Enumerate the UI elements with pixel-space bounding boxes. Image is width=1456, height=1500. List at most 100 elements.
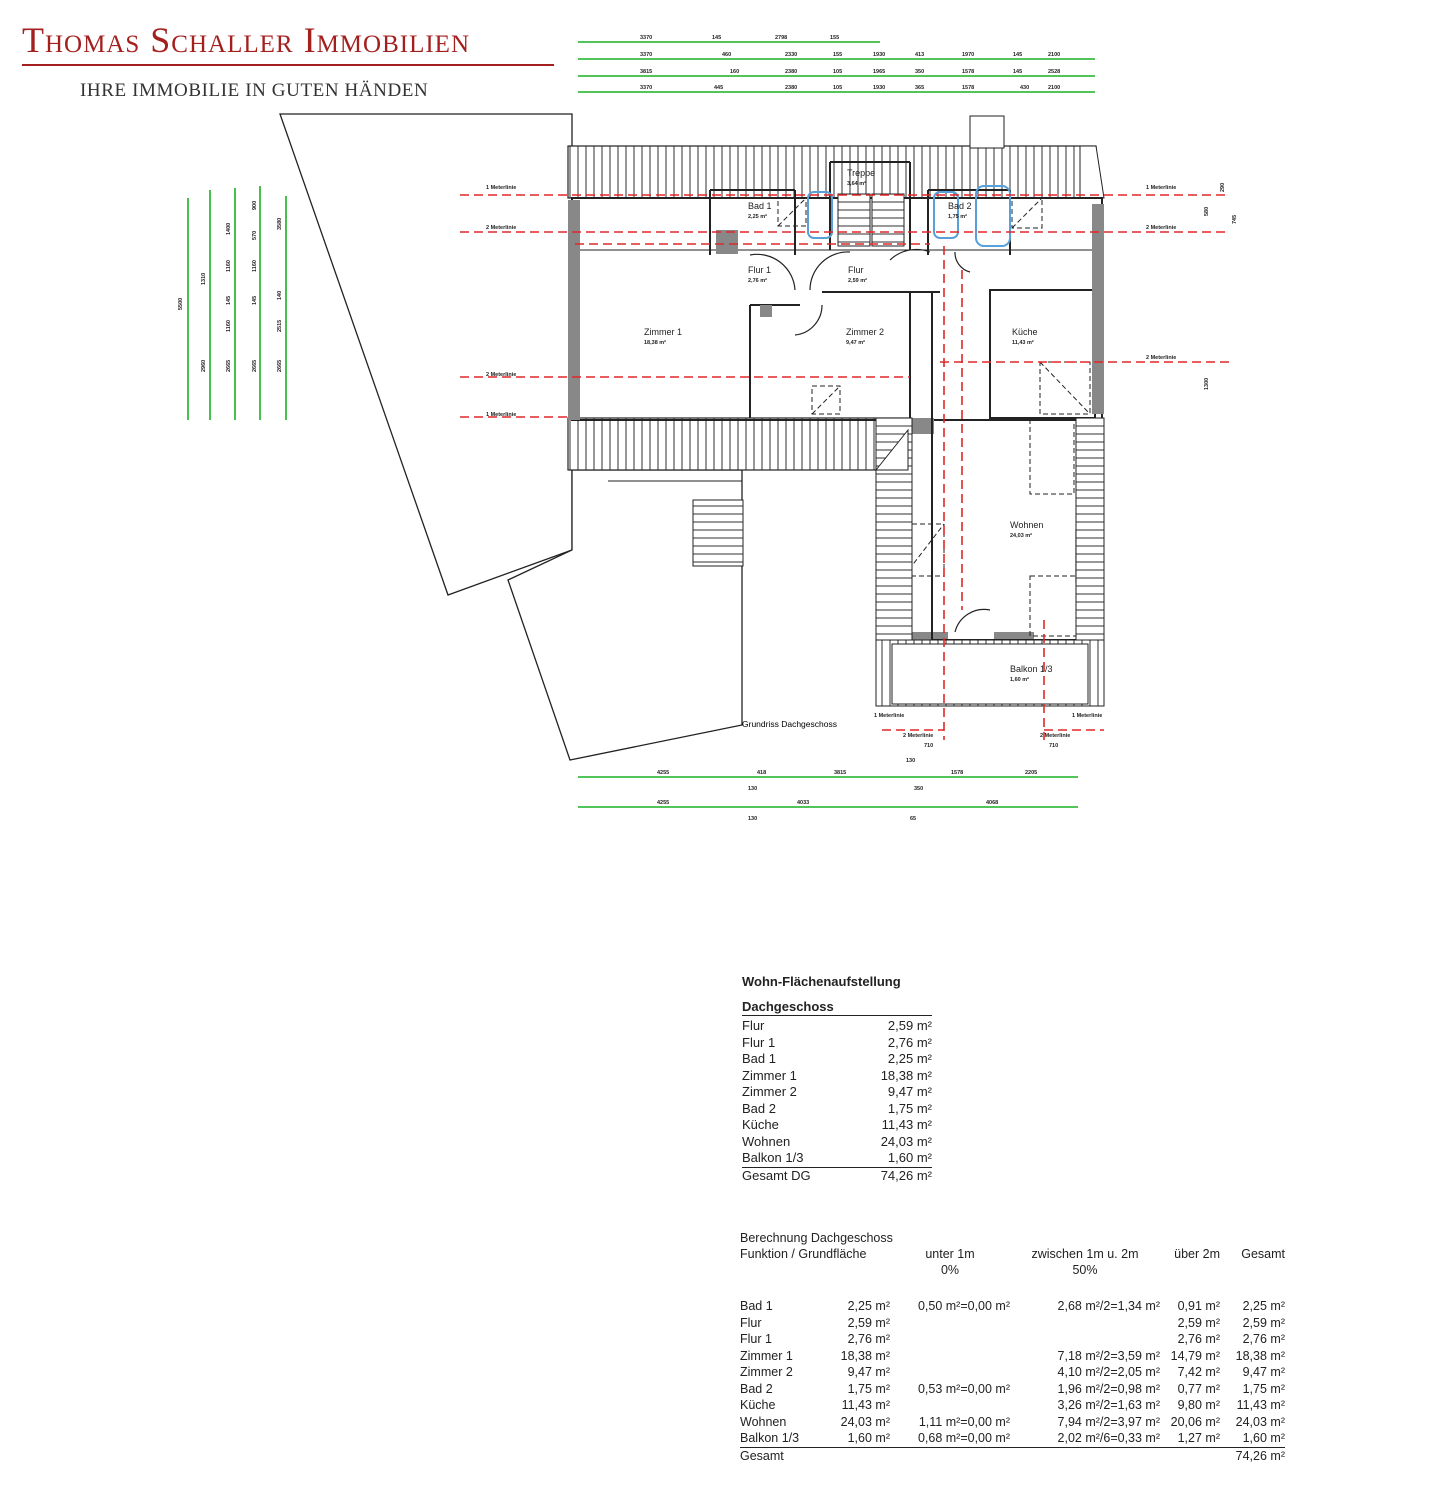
bottom-dimension: 350 bbox=[914, 786, 923, 792]
summary-room-area: 2,76 m² bbox=[887, 1034, 932, 1050]
summary-room-name: Flur bbox=[742, 1018, 765, 1033]
meterline-label: 2 Meterlinie bbox=[486, 372, 516, 378]
calc-over-2m: 1,27 m² bbox=[1177, 1431, 1220, 1445]
room-area: 9,47 m² bbox=[846, 339, 865, 346]
summary-room-name: Balkon 1/3 bbox=[742, 1150, 804, 1165]
room-area: 1,75 m² bbox=[948, 213, 967, 220]
meterline-label: 1 Meterlinie bbox=[874, 713, 904, 719]
area-calculation: Berechnung Dachgeschoss Funktion / Grund… bbox=[740, 1230, 1285, 1464]
top-dimension: 1970 bbox=[962, 52, 974, 58]
room-name: Zimmer 1 bbox=[644, 327, 682, 337]
calc-total: 18,38 m² bbox=[1235, 1348, 1285, 1363]
summary-room-name: Bad 1 bbox=[742, 1051, 776, 1066]
top-dimension: 460 bbox=[722, 52, 731, 58]
calc-area: 11,43 m² bbox=[841, 1398, 890, 1412]
summary-room-name: Küche bbox=[742, 1117, 779, 1132]
top-dimension: 430 bbox=[1020, 85, 1029, 91]
left-dimension: 145 bbox=[226, 296, 232, 305]
calc-between: 7,18 m²/2=3,59 m² bbox=[1057, 1348, 1160, 1363]
summary-room-area: 18,38 m² bbox=[880, 1067, 932, 1083]
calc-header-between: zwischen 1m u. 2m bbox=[1031, 1247, 1139, 1261]
roof-hatch-lower-right bbox=[1075, 417, 1105, 641]
calc-under-1m: 1,11 m²=0,00 m² bbox=[918, 1414, 1010, 1429]
summary-total-label: Gesamt DG bbox=[742, 1167, 811, 1183]
room-name: Flur bbox=[848, 265, 864, 275]
top-dimension: 2798 bbox=[775, 35, 787, 41]
bottom-dimension: 3815 bbox=[834, 770, 846, 776]
calc-area: 9,47 m² bbox=[847, 1365, 890, 1379]
summary-room-area: 2,25 m² bbox=[887, 1051, 932, 1066]
meterline-label: 2 Meterlinie bbox=[903, 733, 933, 739]
bottom-mark: 130 bbox=[906, 758, 915, 764]
brand-rule bbox=[22, 64, 554, 66]
right-dimension: 1300 bbox=[1204, 378, 1210, 390]
bottom-dimension: 1578 bbox=[951, 770, 963, 776]
left-dimension: 3580 bbox=[277, 218, 283, 230]
calc-area: 2,59 m² bbox=[847, 1315, 890, 1330]
calc-header-pct-row: 0% 50% bbox=[740, 1262, 1285, 1278]
calc-between: 3,26 m²/2=1,63 m² bbox=[1057, 1398, 1160, 1412]
left-dimension: 2665 bbox=[252, 360, 258, 372]
right-dimension: 580 bbox=[1204, 207, 1210, 216]
bottom-mark: 710 bbox=[924, 743, 933, 749]
calc-header-between-pct: 50% bbox=[1072, 1263, 1098, 1277]
roof-hatch-bottom bbox=[567, 417, 909, 471]
calc-between: 1,96 m²/2=0,98 m² bbox=[1057, 1381, 1160, 1396]
bottom-dimension: 130 bbox=[748, 786, 757, 792]
summary-room-name: Bad 2 bbox=[742, 1100, 776, 1116]
calc-room: Flur 1 bbox=[740, 1332, 772, 1346]
calc-header-under-pct: 0% bbox=[940, 1263, 960, 1277]
calc-header-row: Funktion / Grundfläche unter 1m zwischen… bbox=[740, 1246, 1285, 1262]
calc-over-2m: 7,42 m² bbox=[1177, 1365, 1220, 1379]
calc-total: 24,03 m² bbox=[1235, 1414, 1285, 1429]
left-dimension: 1160 bbox=[252, 260, 258, 272]
meterline-labels: 1 Meterlinie 2 Meterlinie 2 Meterlinie 1 Me… bbox=[486, 185, 1176, 739]
calc-total: 2,76 m² bbox=[1242, 1332, 1285, 1346]
roof-corner bbox=[1079, 145, 1105, 199]
top-dimension: 2330 bbox=[785, 52, 797, 58]
summary-room-area: 2,59 m² bbox=[887, 1018, 932, 1033]
right-dimension: 745 bbox=[1232, 215, 1238, 224]
meterline-label: 1 Meterlinie bbox=[486, 412, 516, 418]
calc-header-total: Gesamt bbox=[1241, 1247, 1285, 1261]
calc-room: Wohnen bbox=[740, 1414, 787, 1429]
calc-header-func: Funktion / Grundfläche bbox=[740, 1247, 867, 1261]
room-name: Küche bbox=[1012, 327, 1038, 337]
room-area: 24,03 m² bbox=[1010, 532, 1032, 539]
roof-hatch-top bbox=[567, 145, 1097, 199]
calc-between: 7,94 m²/2=3,97 m² bbox=[1057, 1414, 1160, 1429]
top-dimension: 160 bbox=[730, 69, 739, 75]
meterline-label: 2 Meterlinie bbox=[1040, 733, 1070, 739]
left-dimension: 1400 bbox=[226, 223, 232, 235]
room-name: Wohnen bbox=[1010, 520, 1043, 530]
top-dimension: 2380 bbox=[785, 69, 797, 75]
summary-room-name: Zimmer 2 bbox=[742, 1084, 797, 1099]
left-dimension-lines bbox=[187, 186, 287, 420]
chimney bbox=[969, 115, 1005, 149]
bottom-dimension: 4255 bbox=[657, 800, 669, 806]
top-dimension: 413 bbox=[915, 52, 924, 58]
meterlines bbox=[460, 194, 1230, 740]
calc-room: Bad 1 bbox=[740, 1299, 773, 1313]
room-name: Zimmer 2 bbox=[846, 327, 884, 337]
summary-room-area: 11,43 m² bbox=[881, 1117, 932, 1132]
top-dimension: 2100 bbox=[1048, 52, 1060, 58]
top-dimension: 105 bbox=[833, 69, 842, 75]
left-dimension: 140 bbox=[277, 291, 283, 300]
room-area: 11,43 m² bbox=[1012, 339, 1034, 346]
bottom-dimension: 4068 bbox=[986, 800, 998, 806]
calc-area: 18,38 m² bbox=[840, 1348, 890, 1363]
calc-area: 2,76 m² bbox=[847, 1332, 890, 1346]
top-dimension: 145 bbox=[1013, 69, 1022, 75]
top-dimension: 2528 bbox=[1048, 69, 1060, 75]
